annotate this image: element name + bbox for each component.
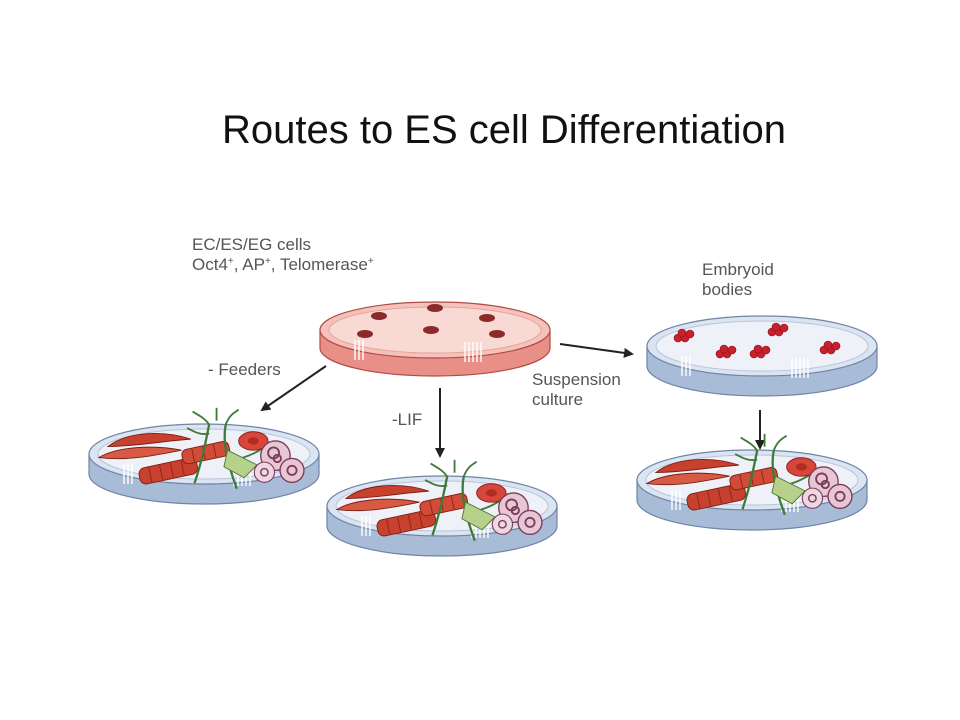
marker-telomerase-sup: + [367, 256, 374, 267]
es-colony [357, 330, 373, 338]
embryoid-line-1: Embryoid [702, 260, 774, 279]
marker-sep-1: , [233, 255, 243, 274]
differentiated-dish-lif [326, 458, 558, 557]
source-dish [319, 301, 551, 377]
es-colony [427, 304, 443, 312]
lif-label: -LIF [392, 410, 423, 429]
marker-ap-sup: + [264, 256, 271, 267]
suspension-line-2: culture [532, 390, 584, 409]
es-colony [479, 314, 495, 322]
suspension-culture-label: Suspension culture [532, 370, 621, 410]
marker-sep-2: , [270, 255, 280, 274]
suspension-line-1: Suspension [532, 370, 621, 389]
feeders-label: - Feeders [208, 360, 281, 379]
es-colony [423, 326, 439, 334]
embryoid-body-cluster [673, 322, 841, 359]
marker-oct4: Oct4 [192, 255, 228, 274]
es-colony [371, 312, 387, 320]
differentiated-dish-embryoid [636, 432, 868, 531]
source-cells-markers: Oct4+, AP+, Telomerase+ [192, 255, 374, 275]
marker-ap: AP [242, 255, 265, 274]
source-cells-label: EC/ES/EG cells Oct4+, AP+, Telomerase+ [192, 235, 374, 275]
marker-oct4-sup: + [227, 256, 234, 267]
marker-telomerase: Telomerase [279, 255, 368, 274]
arrow-feeders [260, 365, 327, 412]
arrow-suspension [559, 343, 634, 358]
source-cells-name: EC/ES/EG cells [192, 235, 312, 254]
embryoid-dish [646, 315, 878, 397]
differentiated-dish-feeders [88, 406, 320, 505]
slide-title: Routes to ES cell Differentiation [221, 108, 786, 152]
es-colony [489, 330, 505, 338]
embryoid-bodies-label: Embryoid bodies [702, 260, 774, 300]
embryoid-line-2: bodies [702, 280, 753, 299]
